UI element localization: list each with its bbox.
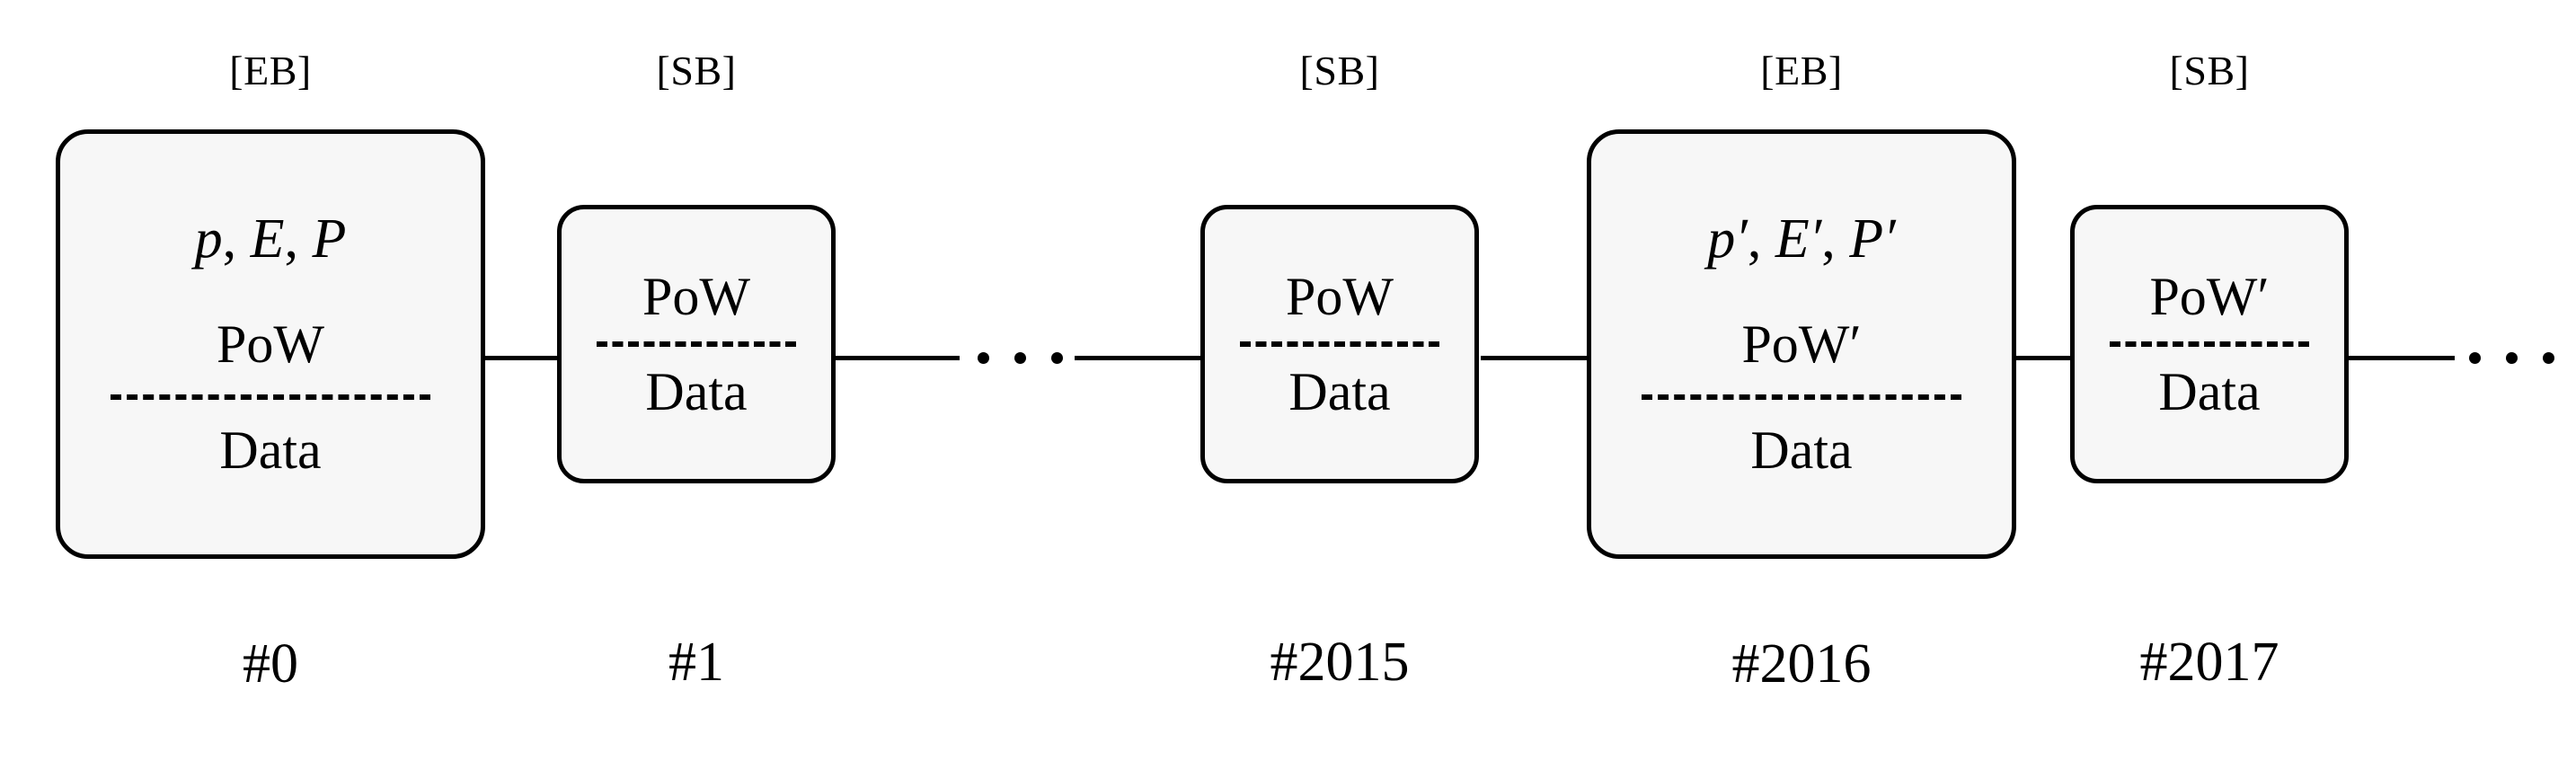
block-type-label-0: [EB] xyxy=(229,48,312,93)
block-index-label-2016: #2016 xyxy=(1731,633,1872,695)
block-column-2017: [SB] PoW′ Data #2017 xyxy=(2070,50,2349,690)
connector-0-to-1 xyxy=(483,356,561,360)
block-params-2016: p′, E′, P′ xyxy=(1707,211,1895,267)
block-box-2016[interactable]: p′, E′, P′ PoW′ Data xyxy=(1587,129,2016,559)
block-pow-0: PoW xyxy=(217,314,324,374)
block-dashed-separator-2015 xyxy=(1240,341,1439,347)
block-data-2017: Data xyxy=(2158,362,2261,421)
ellipsis-end xyxy=(2469,352,2554,364)
block-box-2017[interactable]: PoW′ Data xyxy=(2070,205,2349,483)
param-sep: , xyxy=(1821,208,1850,270)
block-box-2015[interactable]: PoW Data xyxy=(1200,205,1479,483)
block-index-label-2015: #2015 xyxy=(1270,632,1410,693)
block-type-label-2016: [EB] xyxy=(1760,48,1843,93)
connector-ellipsis-to-2015 xyxy=(1075,356,1202,360)
param-sep: , xyxy=(1747,208,1775,270)
block-index-label-2017: #2017 xyxy=(2139,632,2279,693)
ellipsis-dot xyxy=(978,352,989,364)
block-data-2015: Data xyxy=(1288,362,1391,421)
block-data-1: Data xyxy=(645,362,748,421)
block-index-label-0: #0 xyxy=(243,633,298,695)
block-column-2016: [EB] p′, E′, P′ PoW′ Data #2016 xyxy=(1587,50,2016,692)
param-p-prime: p′ xyxy=(1707,208,1748,270)
param-E: E xyxy=(250,208,285,270)
block-pow-2015: PoW xyxy=(1286,267,1394,326)
connector-1-to-ellipsis xyxy=(834,356,960,360)
connector-2016-to-2017 xyxy=(1973,356,2074,360)
ellipsis-dot xyxy=(2506,352,2518,364)
block-column-2015: [SB] PoW Data #2015 xyxy=(1200,50,1479,690)
param-sep: , xyxy=(222,208,251,270)
block-dashed-separator-0 xyxy=(111,394,430,400)
block-params-0: p, E, P xyxy=(195,211,347,267)
block-type-label-1: [SB] xyxy=(656,48,737,93)
block-dashed-separator-1 xyxy=(597,341,796,347)
ellipsis-dot xyxy=(2543,352,2554,364)
connector-2017-to-end xyxy=(2347,356,2455,360)
block-type-label-2017: [SB] xyxy=(2169,48,2250,93)
block-dashed-separator-2016 xyxy=(1642,394,1961,400)
connector-2015-to-2016 xyxy=(1481,356,1589,360)
ellipsis-dot xyxy=(1014,352,1026,364)
ellipsis-middle xyxy=(978,352,1063,364)
param-sep: , xyxy=(284,208,313,270)
param-P-prime: P′ xyxy=(1849,208,1896,270)
block-pow-2017: PoW′ xyxy=(2149,267,2270,326)
block-box-1[interactable]: PoW Data xyxy=(557,205,836,483)
ellipsis-dot xyxy=(2469,352,2481,364)
block-pow-1: PoW xyxy=(642,267,750,326)
block-pow-2016: PoW′ xyxy=(1741,314,1862,374)
ellipsis-dot xyxy=(1051,352,1063,364)
block-column-0: [EB] p, E, P PoW Data #0 xyxy=(56,50,485,692)
param-p: p xyxy=(194,208,223,270)
block-data-0: Data xyxy=(219,420,322,480)
block-box-0[interactable]: p, E, P PoW Data xyxy=(56,129,485,559)
block-index-label-1: #1 xyxy=(668,632,724,693)
block-dashed-separator-2017 xyxy=(2110,341,2309,347)
block-type-label-2015: [SB] xyxy=(1299,48,1380,93)
param-E-prime: E′ xyxy=(1775,208,1822,270)
block-data-2016: Data xyxy=(1750,420,1853,480)
param-P: P xyxy=(312,208,347,270)
block-column-1: [SB] PoW Data #1 xyxy=(557,50,836,690)
